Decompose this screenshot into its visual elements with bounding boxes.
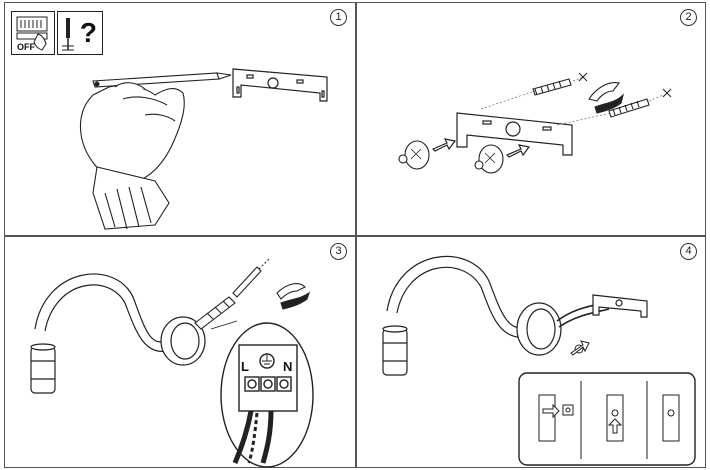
wall-bracket (456, 112, 573, 156)
step-1-panel: 1 OFF ? (4, 2, 356, 236)
drill-mark (578, 72, 672, 98)
gooseneck-arm (34, 273, 168, 352)
screwdriver-icon (62, 18, 74, 51)
wall-plug-icon (532, 78, 650, 118)
neutral-terminal-label: N (283, 359, 292, 374)
off-label: OFF (17, 42, 35, 52)
wall-plate (516, 302, 562, 356)
step-3-panel: 3 (4, 236, 356, 468)
wall-bracket (592, 294, 648, 318)
wiring-illustration: L N (30, 258, 314, 468)
screwdriver-icon (232, 258, 270, 298)
breaker-switch-icon (16, 16, 48, 51)
gooseneck-arm (386, 255, 528, 338)
step-4-panel: 4 (356, 236, 706, 468)
wall-bracket (232, 68, 328, 102)
power-off-box: OFF (11, 11, 55, 55)
marking-illustration (79, 68, 328, 230)
step-4-number: 4 (680, 243, 697, 260)
terminal-detail (210, 320, 314, 468)
fixing-illustration (382, 255, 696, 466)
mounting-illustration (398, 72, 672, 174)
wall-plate (160, 316, 206, 366)
pencil-icon (92, 72, 232, 88)
screw-icon (570, 340, 590, 356)
step-1-number: 1 (330, 9, 347, 26)
fixing-detail-inset (518, 372, 696, 466)
tools-box: ? (57, 11, 103, 55)
step-3-number: 3 (330, 243, 347, 260)
lamp-head (30, 343, 56, 394)
step-2-panel: 2 (356, 2, 706, 236)
step-2-number: 2 (680, 9, 697, 26)
screw-icon (398, 140, 504, 174)
pliers-icon (276, 283, 311, 310)
question-mark: ? (79, 17, 97, 48)
live-terminal-label: L (241, 359, 249, 374)
hand-icon (79, 82, 185, 230)
pliers-icon (588, 82, 625, 114)
lamp-head (382, 325, 408, 376)
earth-symbol-icon (259, 353, 275, 369)
